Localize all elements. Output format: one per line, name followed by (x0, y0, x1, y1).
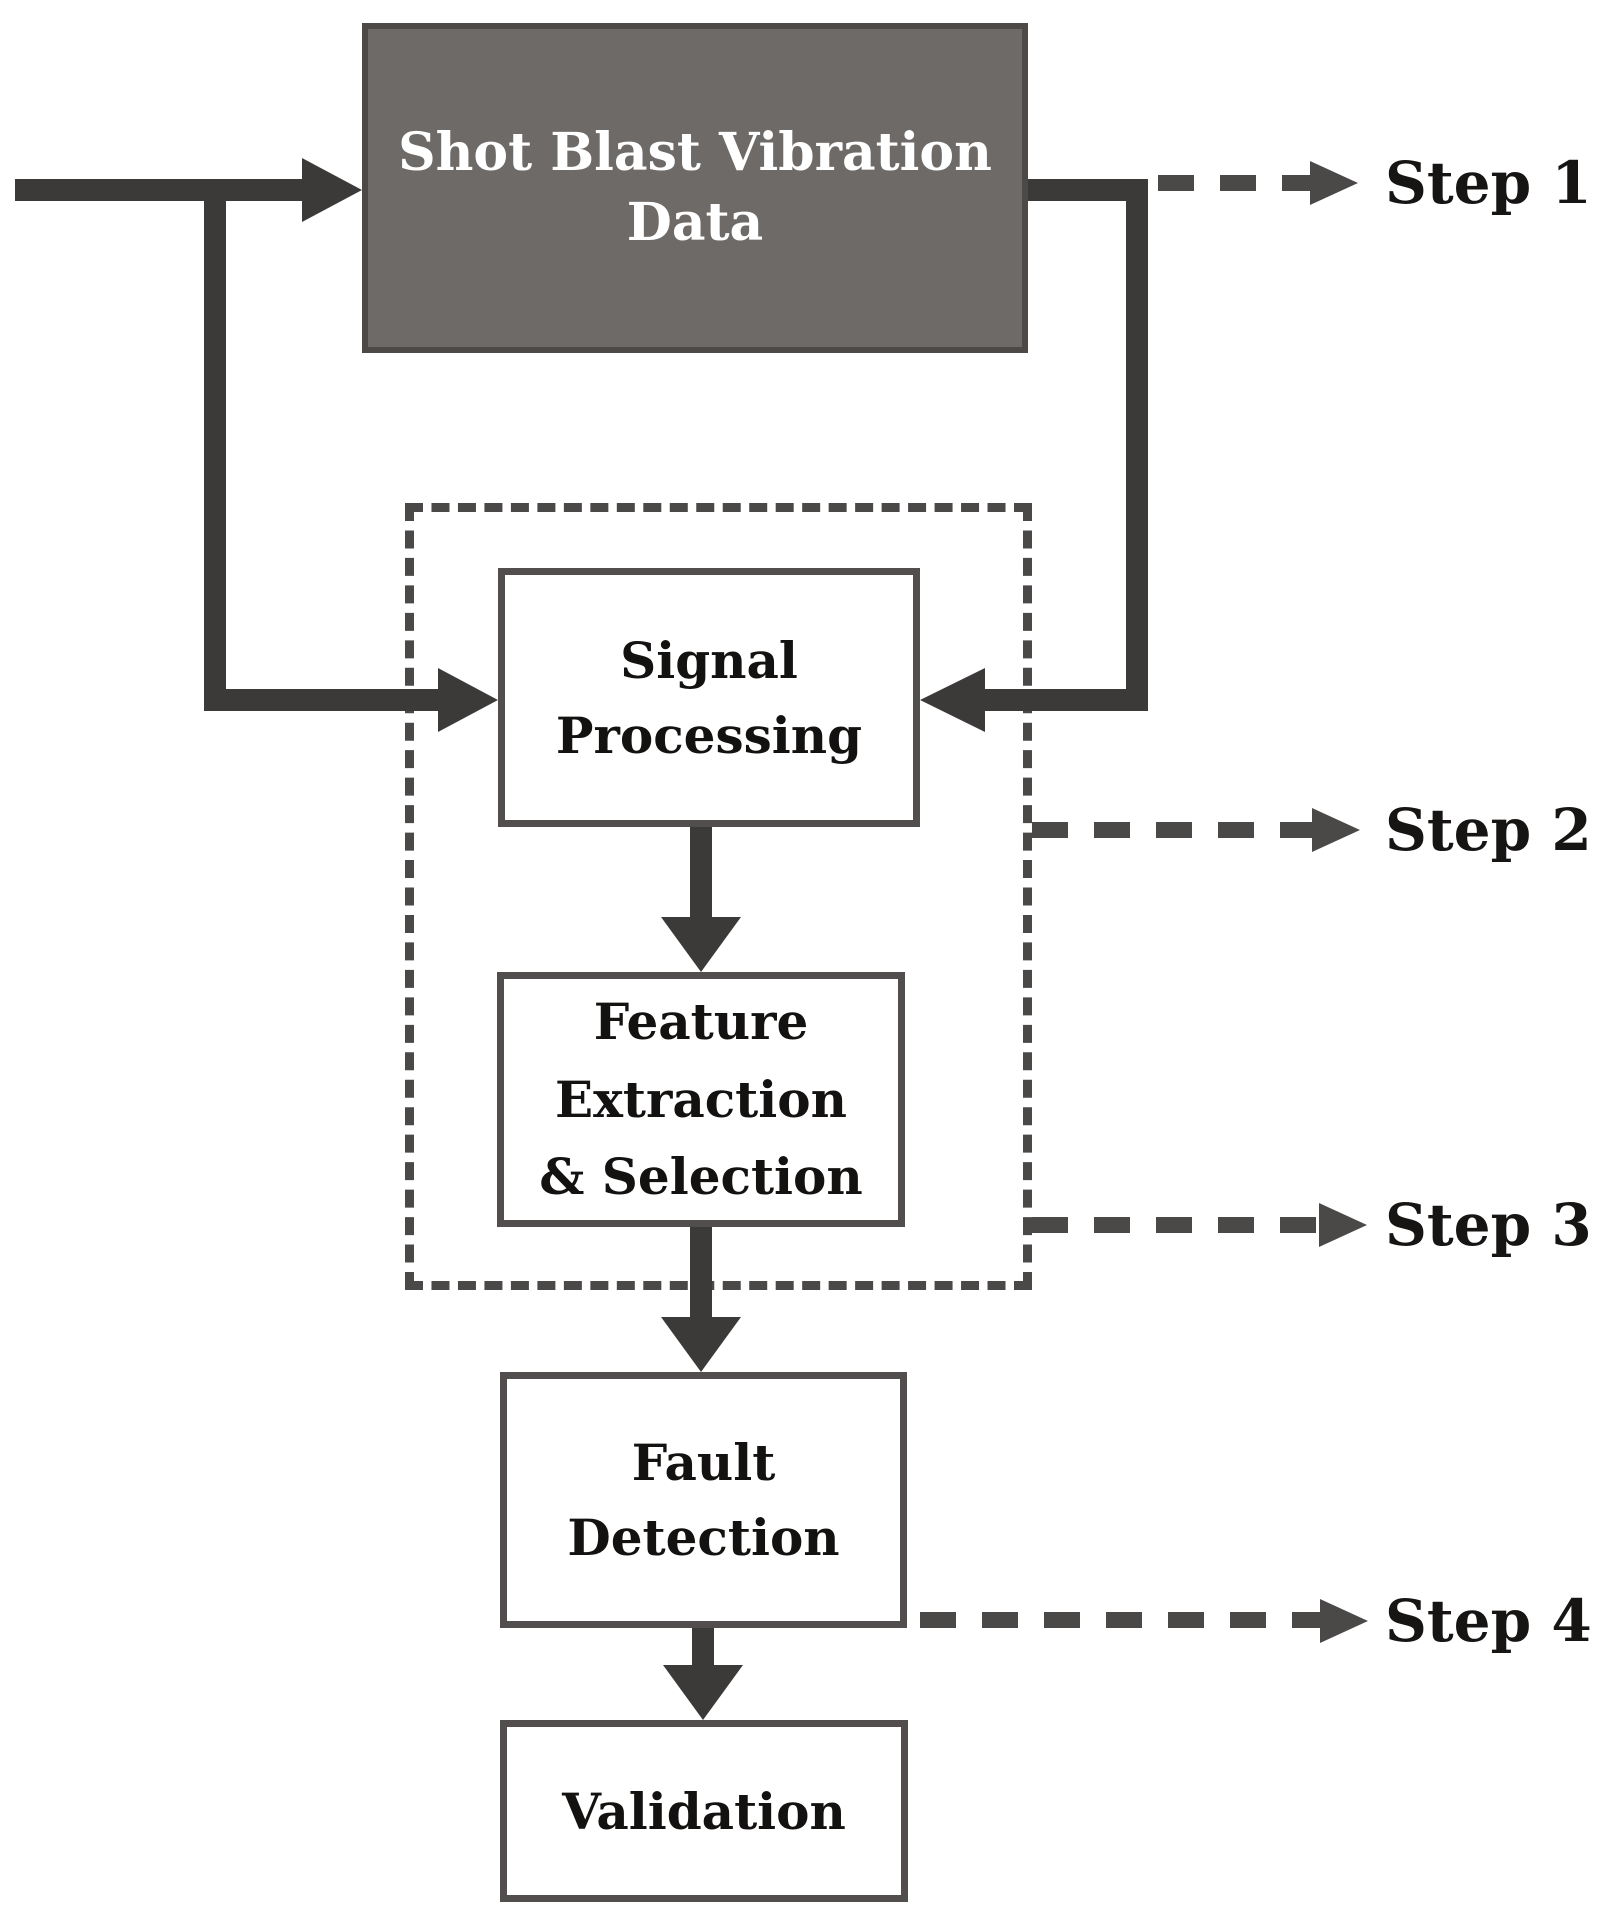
arrowhead-down-icon (661, 1317, 741, 1372)
dashed-arrow-step4-shaft (920, 1612, 1320, 1628)
connector-fault-to-validation (692, 1628, 714, 1670)
step-label-1: Step 1 (1385, 149, 1592, 217)
dashed-arrowhead-right-icon (1320, 1599, 1368, 1643)
node-signal-processing: Signal Processing (498, 568, 920, 827)
node-fault-detection: Fault Detection (500, 1372, 907, 1628)
arrowhead-left-icon (920, 668, 985, 732)
step-label-2: Step 2 (1385, 796, 1592, 864)
connector-left-branch-horizontal (204, 689, 438, 711)
connector-feature-to-fault (690, 1227, 712, 1322)
arrowhead-down-icon (661, 917, 741, 972)
dashed-arrow-step2-shaft (1032, 822, 1312, 838)
node-shot-blast-vibration-data: Shot Blast Vibration Data (362, 23, 1028, 353)
connector-right-branch-vertical (1126, 179, 1148, 711)
dashed-arrow-step3-shaft (1032, 1217, 1319, 1233)
step-label-4: Step 4 (1385, 1587, 1592, 1655)
dashed-arrowhead-right-icon (1319, 1203, 1367, 1247)
node-validation: Validation (500, 1720, 908, 1902)
arrowhead-right-icon (302, 158, 362, 222)
dashed-arrowhead-right-icon (1312, 808, 1360, 852)
connector-right-branch-horizontal (985, 689, 1126, 711)
dashed-group-box (405, 503, 1032, 1290)
arrowhead-right-icon (438, 668, 498, 732)
node-feature-extraction-selection: Feature Extraction & Selection (497, 972, 905, 1227)
step-label-3: Step 3 (1385, 1191, 1592, 1259)
dashed-arrowhead-right-icon (1310, 161, 1358, 205)
connector-signal-to-feature (690, 827, 712, 922)
connector-right-branch-top (1028, 179, 1148, 201)
connector-left-branch-vertical (204, 201, 226, 711)
connector-input-shaft (15, 179, 302, 201)
dashed-arrow-step1-shaft (1158, 175, 1312, 191)
arrowhead-down-icon (663, 1665, 743, 1720)
